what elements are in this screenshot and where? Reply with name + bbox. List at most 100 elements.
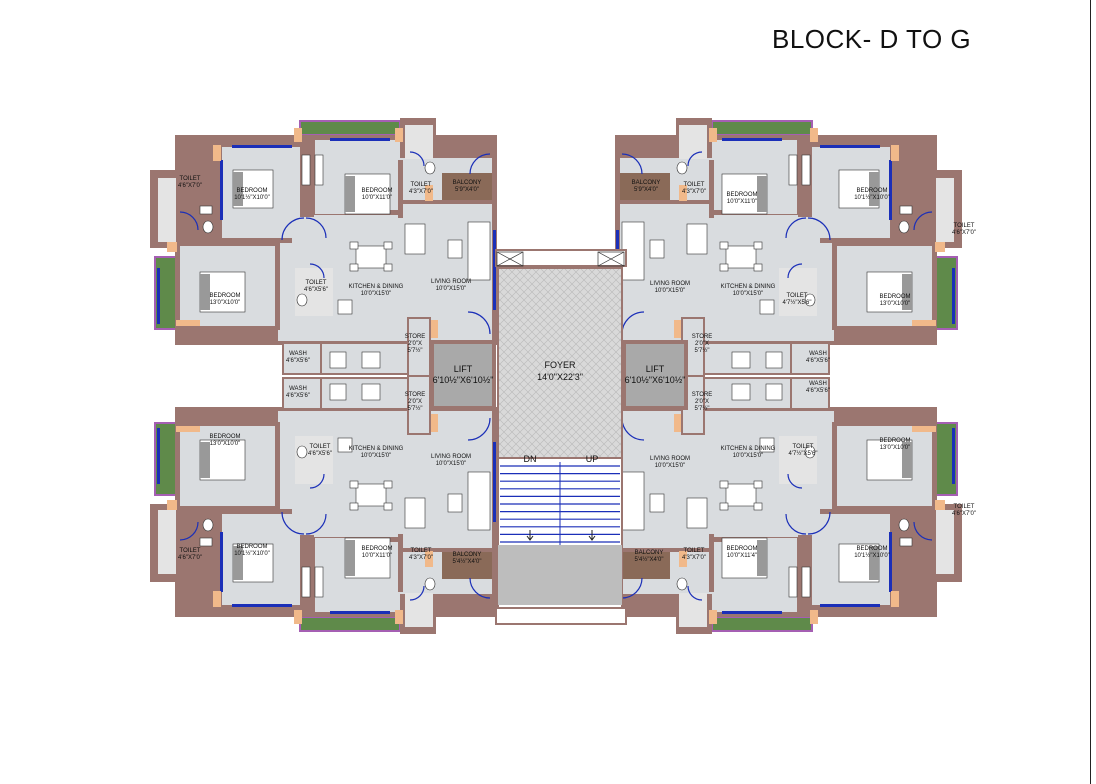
room-label-tl-living: 10'0"X15'0": [436, 286, 467, 292]
stair-up-label: UP: [586, 454, 599, 464]
room-label-tl-bedroom-b: BEDROOM: [361, 188, 392, 194]
room-label-tr-toilet-mid: 4'3"X7'0": [682, 189, 706, 195]
unit-bottom-right: [614, 375, 963, 635]
room-label-tl-toilet-in: 4'6"X5'6": [304, 287, 328, 293]
room-label-br-living: LIVING ROOM: [650, 456, 690, 462]
room-label-tr-bedroom-c: BEDROOM: [879, 294, 910, 300]
room-label-br-store: 5'7½": [695, 405, 710, 412]
room-label-br-wash: WASH: [809, 381, 827, 387]
lift-left-label: LIFT: [454, 364, 473, 374]
room-label-br-balcony: BALCONY: [635, 550, 664, 556]
room-label-tr-toilet-out: 4'6"X7'0": [952, 230, 976, 236]
room-label-tr-wash: 4'6"X5'6": [806, 358, 830, 364]
central-core: [430, 249, 688, 625]
room-label-br-bedroom-a: 10'1½"X10'0": [854, 552, 890, 559]
room-label-tr-bedroom-b: 10'0"X11'0": [727, 199, 757, 205]
room-label-tr-toilet-in: 4'7½"X5'6": [783, 299, 812, 306]
lift-left-dimension: 6'10½"X6'10½": [433, 375, 494, 385]
room-label-bl-toilet-out: TOILET: [180, 548, 201, 554]
room-label-tl-bedroom-a: 10'1½"X10'0": [234, 194, 270, 201]
room-label-bl-living: LIVING ROOM: [431, 454, 471, 460]
room-label-tr-balcony: 5'9"X4'0": [634, 187, 658, 193]
room-label-tr-store: STORE: [692, 334, 713, 340]
room-label-br-bedroom-b: 10'0"X11'4": [727, 553, 757, 559]
room-label-tl-store: STORE: [405, 334, 426, 340]
foyer-label: FOYER: [544, 360, 576, 370]
room-label-br-toilet-in: 4'7½"X5'6": [789, 450, 818, 457]
room-label-bl-wash: WASH: [289, 386, 307, 392]
lift-right: [626, 344, 684, 406]
sheet-border-line: [1090, 0, 1091, 784]
room-label-tl-kitchen: KITCHEN & DINING: [349, 284, 404, 290]
room-label-tr-living: 10'0"X15'0": [655, 288, 686, 294]
room-label-tr-toilet-out: TOILET: [954, 223, 975, 229]
room-label-bl-living: 10'0"X15'0": [436, 461, 467, 467]
unit-top-left: [149, 117, 498, 377]
room-label-bl-store: 5'7½": [408, 405, 423, 412]
unit-bottom-left: [149, 375, 498, 635]
room-label-tl-store: 5'7½": [408, 347, 423, 354]
room-label-bl-bedroom-c: 13'0"X10'0": [210, 441, 241, 447]
room-label-tl-toilet-out: TOILET: [180, 176, 201, 182]
room-label-br-bedroom-b: BEDROOM: [726, 546, 757, 552]
room-label-tr-store: 5'7½": [695, 347, 710, 354]
room-label-tl-toilet-out: 4'6"X7'0": [178, 183, 202, 189]
room-label-tr-bedroom-a: 10'1½"X10'0": [854, 194, 890, 201]
room-label-bl-toilet-mid: TOILET: [411, 548, 432, 554]
room-label-tr-kitchen: KITCHEN & DINING: [721, 284, 776, 290]
room-label-br-toilet-mid: 4'3"X7'0": [682, 555, 706, 561]
lift-right-dimension: 6'10½"X6'10½": [625, 375, 686, 385]
room-label-tl-bedroom-c: BEDROOM: [209, 293, 240, 299]
room-label-bl-bedroom-a: BEDROOM: [236, 544, 267, 550]
room-label-br-bedroom-c: BEDROOM: [879, 438, 910, 444]
room-label-tl-balcony: 5'9"X4'0": [455, 187, 479, 193]
room-label-br-store: 2'0"X: [695, 399, 709, 405]
room-label-bl-toilet-out: 4'6"X7'0": [178, 555, 202, 561]
room-label-tr-toilet-in: TOILET: [787, 293, 808, 299]
room-label-br-bedroom-a: BEDROOM: [856, 546, 887, 552]
room-label-tr-wash: WASH: [809, 351, 827, 357]
room-label-tr-balcony: BALCONY: [632, 180, 661, 186]
room-label-br-toilet-mid: TOILET: [684, 548, 705, 554]
room-label-bl-bedroom-c: BEDROOM: [209, 434, 240, 440]
foyer-dimension: 14'0"X22'3": [537, 372, 583, 382]
room-label-tr-toilet-mid: TOILET: [684, 182, 705, 188]
room-label-bl-bedroom-b: 10'0"X11'0": [362, 553, 392, 559]
room-label-br-kitchen: KITCHEN & DINING: [721, 446, 776, 452]
foyer: [497, 267, 623, 459]
room-label-bl-kitchen: KITCHEN & DINING: [349, 446, 404, 452]
room-label-tl-kitchen: 10'0"X15'0": [361, 291, 392, 297]
room-label-tl-wash: 4'6"X5'6": [286, 358, 310, 364]
room-label-tl-toilet-mid: 4'3"X7'0": [409, 189, 433, 195]
unit-top-right: [614, 117, 963, 377]
lift-left: [434, 344, 492, 406]
room-label-bl-balcony: 5'4½"X4'0": [453, 558, 482, 565]
room-label-tl-toilet-mid: TOILET: [411, 182, 432, 188]
room-label-tl-store: 2'0"X: [408, 341, 422, 347]
room-label-br-wash: 4'6"X5'6": [806, 388, 830, 394]
room-label-bl-toilet-in: 4'6"X5'6": [308, 451, 332, 457]
room-label-br-living: 10'0"X15'0": [655, 463, 686, 469]
room-label-tl-wash: WASH: [289, 351, 307, 357]
room-label-tr-bedroom-c: 13'0"X10'0": [880, 301, 911, 307]
room-label-tr-living: LIVING ROOM: [650, 281, 690, 287]
room-label-tl-balcony: BALCONY: [453, 180, 482, 186]
room-label-bl-toilet-in: TOILET: [310, 444, 331, 450]
room-label-br-kitchen: 10'0"X15'0": [733, 453, 764, 459]
room-label-br-toilet-out: TOILET: [954, 504, 975, 510]
room-label-tl-toilet-in: TOILET: [306, 280, 327, 286]
room-label-tl-bedroom-c: 13'0"X10'0": [210, 300, 241, 306]
room-label-bl-bedroom-a: 10'1½"X10'0": [234, 550, 270, 557]
room-label-br-toilet-out: 4'6"X7'0": [952, 511, 976, 517]
room-label-tl-bedroom-b: 10'0"X11'0": [362, 195, 392, 201]
room-label-bl-kitchen: 10'0"X15'0": [361, 453, 392, 459]
room-label-tr-kitchen: 10'0"X15'0": [733, 291, 764, 297]
room-label-bl-store: STORE: [405, 392, 426, 398]
room-label-br-balcony: 5'4½"X4'0": [635, 556, 664, 563]
room-label-bl-toilet-mid: 4'3"X7'0": [409, 555, 433, 561]
room-label-tl-bedroom-a: BEDROOM: [236, 188, 267, 194]
room-label-tl-living: LIVING ROOM: [431, 279, 471, 285]
stair-down-label: DN: [524, 454, 537, 464]
room-label-br-toilet-in: TOILET: [793, 444, 814, 450]
